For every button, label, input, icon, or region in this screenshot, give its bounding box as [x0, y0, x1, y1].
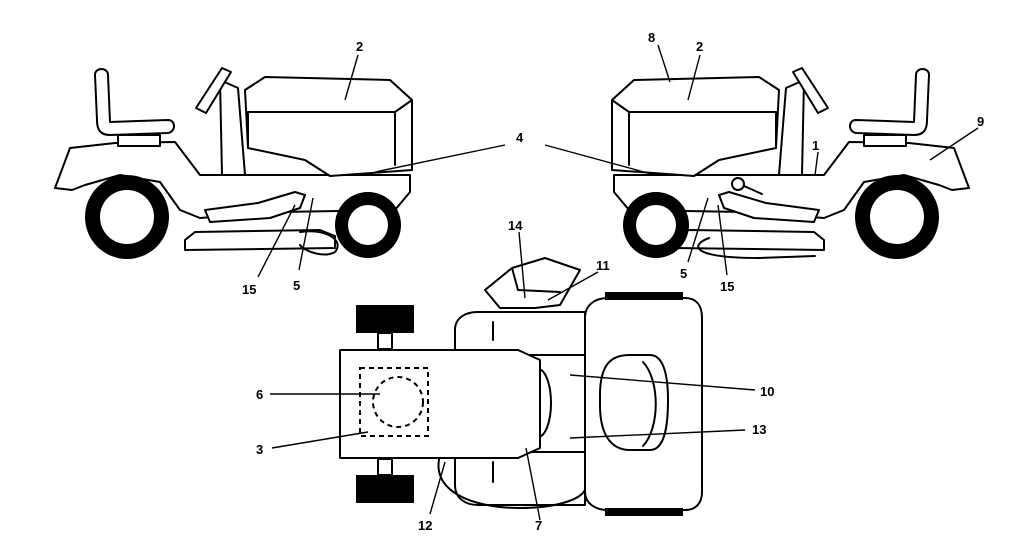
callout-left-footrest: 5 [293, 278, 300, 293]
callout-top-chute-b: 11 [596, 258, 610, 273]
callout-left-hood: 2 [356, 39, 363, 54]
callout-right-top: 8 [648, 30, 655, 45]
callout-labels: 2 4 5 15 8 2 4 1 9 5 15 14 11 6 3 10 13 … [242, 30, 984, 533]
callout-left-side-panel: 4 [516, 130, 524, 145]
tractor-top-view [339, 257, 703, 516]
callout-left-rear: 15 [242, 282, 256, 297]
leader-lines [257, 44, 979, 521]
tractor-right-side-view [611, 67, 970, 259]
callout-right-rear: 15 [720, 279, 734, 294]
callout-top-engine-b: 13 [752, 422, 766, 437]
callout-right-hood: 2 [696, 39, 703, 54]
callout-top-cable: 12 [418, 518, 432, 533]
callout-top-dash: 3 [256, 442, 263, 457]
callout-right-fender: 9 [977, 114, 984, 129]
callout-top-chute-a: 14 [508, 218, 523, 233]
callout-top-engine-a: 10 [760, 384, 774, 399]
tractor-left-side-view [54, 67, 413, 259]
callout-right-seat-bar: 1 [812, 138, 819, 153]
callout-right-footrest: 5 [680, 266, 687, 281]
callout-top-steer: 6 [256, 387, 263, 402]
callout-top-frame: 7 [535, 518, 542, 533]
